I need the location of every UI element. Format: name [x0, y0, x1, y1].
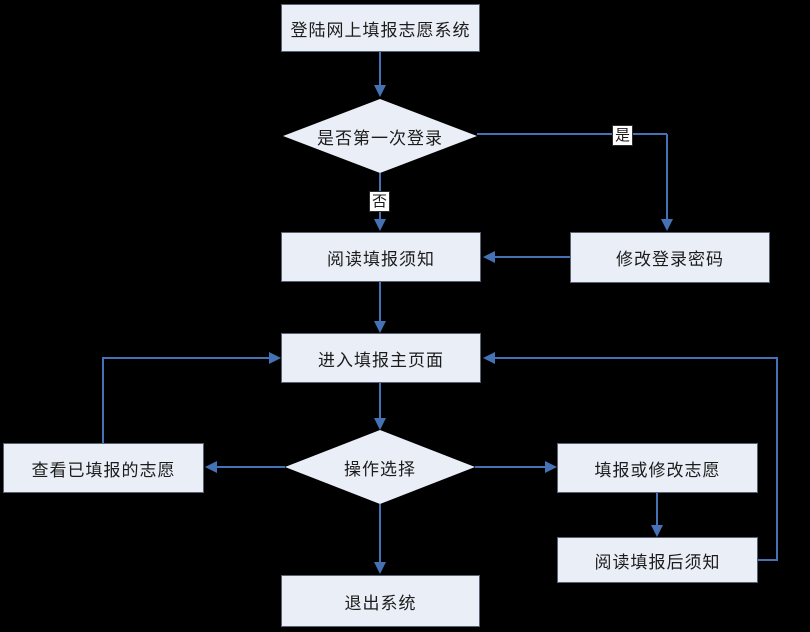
- connector-yes-branch-vertical-line: [666, 134, 668, 219]
- node-fill-modify: 填报或修改志愿: [557, 443, 758, 493]
- node-read-notice: 阅读填报须知: [281, 232, 481, 282]
- arrowhead-down-icon: [374, 562, 386, 574]
- node-change-password: 修改登录密码: [570, 232, 770, 283]
- node-main-page: 进入填报主页面: [281, 333, 481, 383]
- connector-operation-to-exit-line: [379, 504, 381, 562]
- arrowhead-down-icon: [661, 219, 673, 231]
- connector-view-to-mainpage-horizontal-line: [102, 357, 269, 359]
- edge-label-no: 否: [369, 191, 391, 212]
- connector-password-to-notice-line: [495, 256, 570, 258]
- arrowhead-left-icon: [483, 251, 495, 263]
- node-first-login-decision: 是否第一次登录: [283, 99, 477, 173]
- arrowhead-down-icon: [374, 219, 386, 231]
- connector-yes-branch-horizontal-line: [477, 133, 667, 135]
- node-view-filled: 查看已填报的志愿: [3, 443, 204, 493]
- connector-view-to-mainpage-vertical-line: [102, 358, 104, 443]
- connector-fill-to-afternotice-line: [656, 493, 658, 525]
- connector-afternotice-feedback-bottom-line: [758, 559, 778, 561]
- edge-label-yes: 是: [612, 125, 634, 146]
- connector-notice-to-mainpage-line: [379, 282, 381, 321]
- connector-afternotice-feedback-top-line: [495, 357, 778, 359]
- node-after-notice: 阅读填报后须知: [557, 537, 758, 583]
- arrowhead-right-icon: [545, 461, 557, 473]
- arrowhead-down-icon: [374, 321, 386, 333]
- node-exit: 退出系统: [281, 575, 480, 627]
- connector-operation-to-view-line: [217, 466, 285, 468]
- arrowhead-left-icon: [205, 461, 217, 473]
- arrowhead-down-icon: [374, 85, 386, 97]
- arrowhead-left-icon: [483, 352, 495, 364]
- arrowhead-down-icon: [374, 418, 386, 430]
- connector-operation-to-fill-line: [475, 466, 545, 468]
- connector-login-to-firstlogin-line: [379, 52, 381, 86]
- connector-afternotice-feedback-vertical-line: [776, 358, 778, 561]
- arrowhead-down-icon: [651, 525, 663, 537]
- node-login: 登陆网上填报志愿系统: [281, 4, 480, 52]
- arrowhead-right-icon: [269, 352, 281, 364]
- connector-mainpage-to-operation-line: [379, 383, 381, 418]
- node-operation-decision: 操作选择: [285, 430, 475, 504]
